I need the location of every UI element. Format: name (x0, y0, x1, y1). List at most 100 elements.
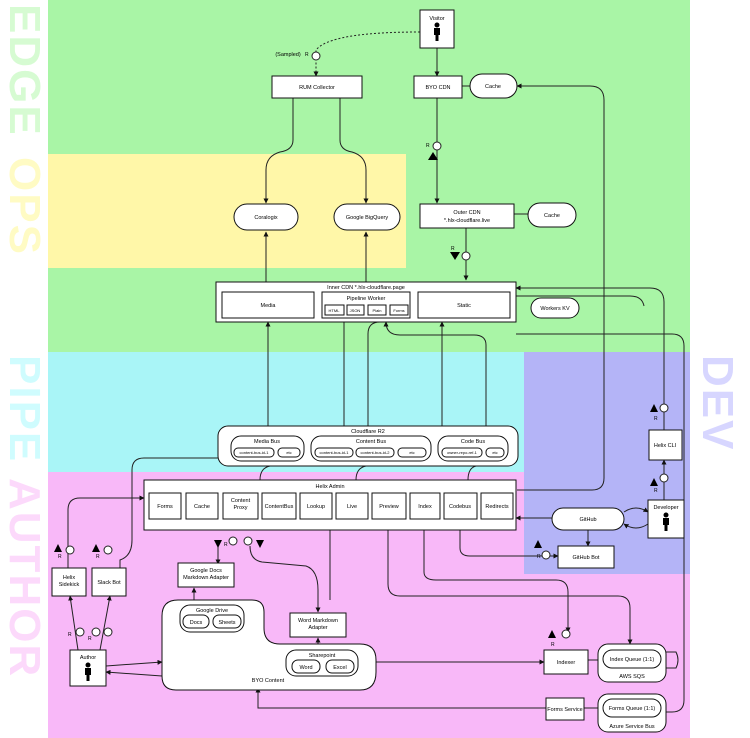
node-admin-forms (148, 492, 182, 520)
label-inner-cdn: Inner CDN *.hlx-cloudflare.page (327, 285, 405, 291)
node-docs (182, 614, 210, 629)
edge-proxy-word (249, 545, 321, 613)
label-admin-lookup: Lookup (307, 504, 325, 510)
node-media-etc (277, 447, 301, 458)
zone-label-ops: OPS (0, 157, 49, 256)
edge-author-slackbot (99, 595, 112, 651)
node-static (417, 291, 511, 319)
label-code-bucket: owner-repo-ref-1 (447, 450, 478, 455)
label-media: Media (261, 303, 277, 309)
label-docs: Docs (190, 620, 203, 626)
label-coralogix: Coralogix (254, 215, 277, 221)
label-rum-collector: RUM Collector (299, 85, 335, 91)
r-slack: R (96, 554, 100, 560)
socket-proxy-1 (228, 536, 238, 546)
edge-formsservice-byocontent (255, 687, 546, 709)
tri-sidekick (54, 544, 62, 552)
label-content-bucket-1: content-bus-id-1 (320, 450, 350, 455)
r-indexer: R (551, 642, 555, 648)
label-google-bigquery: Google BigQuery (346, 215, 388, 221)
label-pw-forms: Forms (393, 308, 404, 313)
edge-sqs-loop (666, 651, 679, 669)
label-author: Author (80, 655, 96, 661)
socket-arrow-innercdn (450, 252, 460, 260)
socket-author-1 (75, 627, 85, 637)
label-admin-contentbus: ContentBus (265, 504, 294, 510)
edge-byocontent-author (105, 669, 163, 677)
node-admin-content-proxy (222, 492, 259, 520)
r-cli: R (654, 416, 658, 422)
tri-proxy-1 (214, 540, 222, 548)
edge-codebus-static-2 (383, 321, 487, 428)
edge-preview-indexqueue (387, 518, 633, 645)
label-media-etc: etc (286, 450, 291, 455)
r-dev: R (654, 488, 658, 494)
label-admin-codebus: Codebus (449, 504, 471, 510)
label-sampled: (Sampled) (275, 52, 301, 58)
node-admin-redirects (480, 492, 514, 520)
label-helix-admin: Helix Admin (315, 484, 344, 490)
label-pw-json: JSON (350, 308, 361, 313)
node-google-bigquery (333, 203, 401, 231)
tri-slack (92, 544, 100, 552)
node-forms-service (545, 697, 585, 721)
label-admin-index: Index (418, 504, 432, 510)
node-index-queue (602, 649, 662, 669)
label-helix-cli: Helix CLI (654, 443, 677, 449)
r-proxy: R (224, 542, 228, 548)
node-github (551, 507, 625, 531)
r-author-2: R (88, 636, 92, 642)
node-word (291, 659, 321, 674)
socket-dev (659, 473, 669, 483)
node-forms-queue (602, 698, 662, 718)
edge-rum-bigquery (339, 98, 369, 204)
socket-outercdn (432, 141, 442, 151)
zone-label-edge: EDGE (0, 4, 49, 137)
label-admin-redirects: Redirects (485, 504, 508, 510)
tri-indexer (548, 630, 556, 638)
socket-cli (659, 403, 669, 413)
zone-label-pipe: PIPE (0, 355, 49, 463)
socket-innercdn (461, 251, 471, 261)
node-helix-sidekick (51, 567, 87, 597)
zone-dev-bg (524, 352, 690, 574)
label-code-bus: Code Bus (461, 439, 485, 445)
node-byo-cdn (413, 75, 463, 99)
tri-cli-1 (650, 404, 658, 412)
node-word-adapter (289, 612, 347, 638)
tri-githubbot (534, 540, 542, 548)
edge-sidekick-admin (67, 495, 145, 568)
label-visitor: Visitor (429, 16, 444, 22)
node-code-etc (485, 447, 505, 458)
label-admin-live: Live (347, 504, 357, 510)
edge-author-byocontent (105, 659, 163, 667)
node-pw-forms (389, 304, 409, 316)
node-content-etc (397, 447, 427, 458)
label-word: Word (299, 665, 312, 671)
socket-arrow-outercdn (428, 152, 438, 160)
label-admin-forms: Forms (157, 504, 173, 510)
zone-label-dev: DEV (693, 355, 742, 451)
node-cache-top (469, 73, 518, 99)
r-innercdn: R (451, 246, 455, 252)
socket-githubbot (541, 550, 551, 560)
r-githubbot: R (537, 554, 541, 560)
label-content-bucket-2: content-bus-id-2 (361, 450, 391, 455)
node-content-bucket-2 (355, 447, 395, 458)
r-author-1: R (68, 632, 72, 638)
edge-developer-github (623, 523, 649, 529)
person-icon (663, 512, 669, 531)
socket-author-3 (103, 627, 113, 637)
label-github: GitHub (579, 517, 596, 523)
node-admin-codebus (443, 492, 478, 520)
edge-cache-helixcli (516, 83, 605, 491)
label-helix-sidekick: Helix Sidekick (58, 575, 80, 588)
socket-rum (311, 51, 321, 61)
label-pipeline-worker: Pipeline Worker (347, 296, 386, 302)
node-outer-cdn (419, 203, 515, 229)
person-icon (434, 22, 440, 41)
node-code-bucket (441, 447, 483, 458)
node-admin-index (409, 492, 441, 520)
person-icon (85, 662, 91, 681)
